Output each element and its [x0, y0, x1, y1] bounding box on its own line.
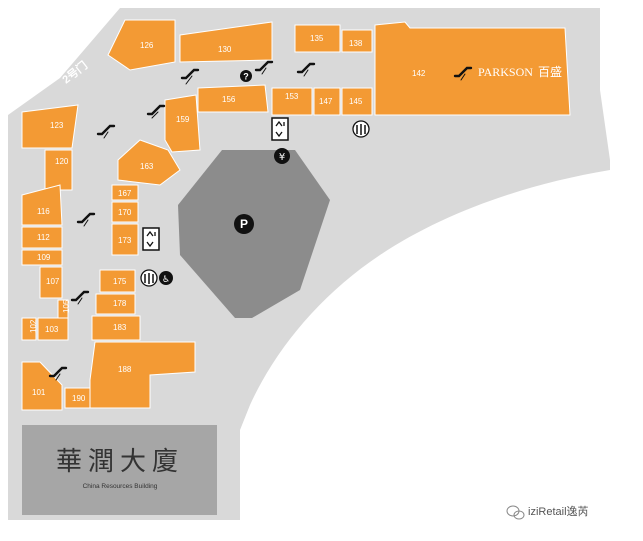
accessible-restroom-icon[interactable]: ♿: [159, 271, 173, 285]
shop-unit-170[interactable]: 170: [111, 201, 139, 223]
svg-text:百盛: 百盛: [538, 64, 562, 79]
svg-text:105: 105: [62, 299, 71, 313]
shop-unit-142[interactable]: 142: [374, 21, 571, 116]
shop-unit-135[interactable]: 135: [294, 24, 341, 53]
shop-unit-145[interactable]: 145: [341, 87, 373, 116]
shop-unit-163[interactable]: 163: [117, 139, 181, 186]
svg-text:109: 109: [37, 253, 51, 262]
atm-icon[interactable]: ¥: [274, 148, 290, 164]
wechat-icon: [506, 505, 525, 520]
shop-unit-101[interactable]: 101: [21, 361, 63, 411]
svg-text:103: 103: [45, 325, 59, 334]
svg-text:159: 159: [176, 115, 190, 124]
svg-text:120: 120: [55, 157, 69, 166]
escalator-icon[interactable]: [296, 62, 316, 77]
svg-text:華潤大廈: 華潤大廈: [56, 447, 184, 477]
shop-unit-188[interactable]: 188: [89, 341, 196, 409]
shop-units: 126 130 135 138 142 123 120 156 153 147 …: [21, 19, 571, 411]
svg-text:116: 116: [37, 207, 50, 216]
escalator-icon[interactable]: [146, 104, 166, 119]
svg-text:♿: ♿: [162, 275, 170, 285]
svg-text:170: 170: [118, 208, 132, 217]
escalator-icons: [48, 60, 473, 381]
svg-text:188: 188: [118, 365, 132, 374]
shop-unit-120[interactable]: 120: [44, 149, 73, 191]
shop-unit-147[interactable]: 147: [313, 87, 341, 116]
shop-unit-130[interactable]: 130: [179, 21, 273, 63]
svg-text:iziRetail逸芮: iziRetail逸芮: [528, 504, 589, 518]
escalator-icon[interactable]: [254, 60, 274, 75]
shop-unit-178[interactable]: 178: [95, 293, 136, 315]
svg-text:167: 167: [118, 189, 132, 198]
shop-unit-109[interactable]: 109: [21, 249, 63, 266]
shop-unit-102[interactable]: 102: [21, 317, 38, 341]
escalator-icon[interactable]: [180, 68, 200, 85]
parkson-logo: PARKSON 百盛: [478, 64, 562, 79]
escalator-icon[interactable]: [76, 212, 96, 227]
escalator-icon[interactable]: [48, 366, 68, 381]
svg-text:178: 178: [113, 299, 127, 308]
svg-text:138: 138: [349, 39, 363, 48]
svg-text:147: 147: [319, 97, 333, 106]
china-resources-building[interactable]: 華潤大廈 China Resources Building: [22, 425, 217, 515]
shop-unit-126[interactable]: 126: [107, 19, 176, 71]
svg-text:PARKSON: PARKSON: [478, 65, 533, 79]
svg-text:China Resources Building: China Resources Building: [83, 483, 158, 490]
svg-text:¥: ¥: [279, 152, 285, 163]
shop-unit-156[interactable]: 156: [197, 84, 269, 113]
svg-text:183: 183: [113, 323, 127, 332]
svg-text:190: 190: [72, 394, 86, 403]
escalator-icon[interactable]: [70, 290, 90, 305]
svg-text:107: 107: [46, 277, 60, 286]
restroom-icon[interactable]: [352, 120, 370, 138]
svg-text:?: ?: [243, 72, 249, 82]
mall-floor: [8, 8, 610, 520]
svg-text:173: 173: [118, 236, 132, 245]
svg-text:126: 126: [140, 41, 154, 50]
shop-unit-112[interactable]: 112: [21, 226, 63, 249]
shop-unit-103[interactable]: 103: [37, 317, 69, 341]
svg-text:163: 163: [140, 162, 154, 171]
shop-unit-167[interactable]: 167: [111, 184, 139, 201]
svg-text:135: 135: [310, 34, 324, 43]
shop-unit-173[interactable]: 173: [111, 223, 139, 256]
shop-unit-153[interactable]: 153: [271, 87, 313, 116]
parking-icon[interactable]: P: [234, 214, 254, 234]
shop-unit-183[interactable]: 183: [91, 315, 141, 341]
shop-unit-190[interactable]: 190: [64, 387, 91, 409]
shop-unit-107[interactable]: 107: [39, 266, 63, 299]
svg-text:130: 130: [218, 45, 232, 54]
svg-text:102: 102: [29, 319, 38, 333]
svg-text:142: 142: [412, 69, 426, 78]
parking-area[interactable]: [178, 150, 330, 318]
svg-text:156: 156: [222, 95, 236, 104]
watermark: iziRetail逸芮: [506, 504, 589, 520]
escalator-icon[interactable]: [96, 124, 116, 139]
shop-unit-123[interactable]: 123: [21, 104, 79, 149]
elevator-icon[interactable]: [142, 227, 160, 251]
shop-unit-116[interactable]: 116: [21, 184, 63, 226]
escalator-icon[interactable]: [453, 66, 473, 81]
svg-text:112: 112: [37, 233, 50, 242]
info-icon[interactable]: ?: [240, 70, 252, 82]
shop-unit-159[interactable]: 159: [164, 94, 201, 153]
restroom-icon[interactable]: [140, 269, 158, 287]
svg-text:123: 123: [50, 121, 64, 130]
svg-text:P: P: [240, 217, 248, 231]
svg-text:145: 145: [349, 97, 363, 106]
svg-text:153: 153: [285, 92, 299, 101]
svg-text:175: 175: [113, 277, 127, 286]
shop-unit-138[interactable]: 138: [341, 29, 373, 53]
shop-unit-175[interactable]: 175: [99, 269, 136, 293]
svg-text:101: 101: [32, 388, 46, 397]
elevator-icon[interactable]: [271, 117, 289, 141]
